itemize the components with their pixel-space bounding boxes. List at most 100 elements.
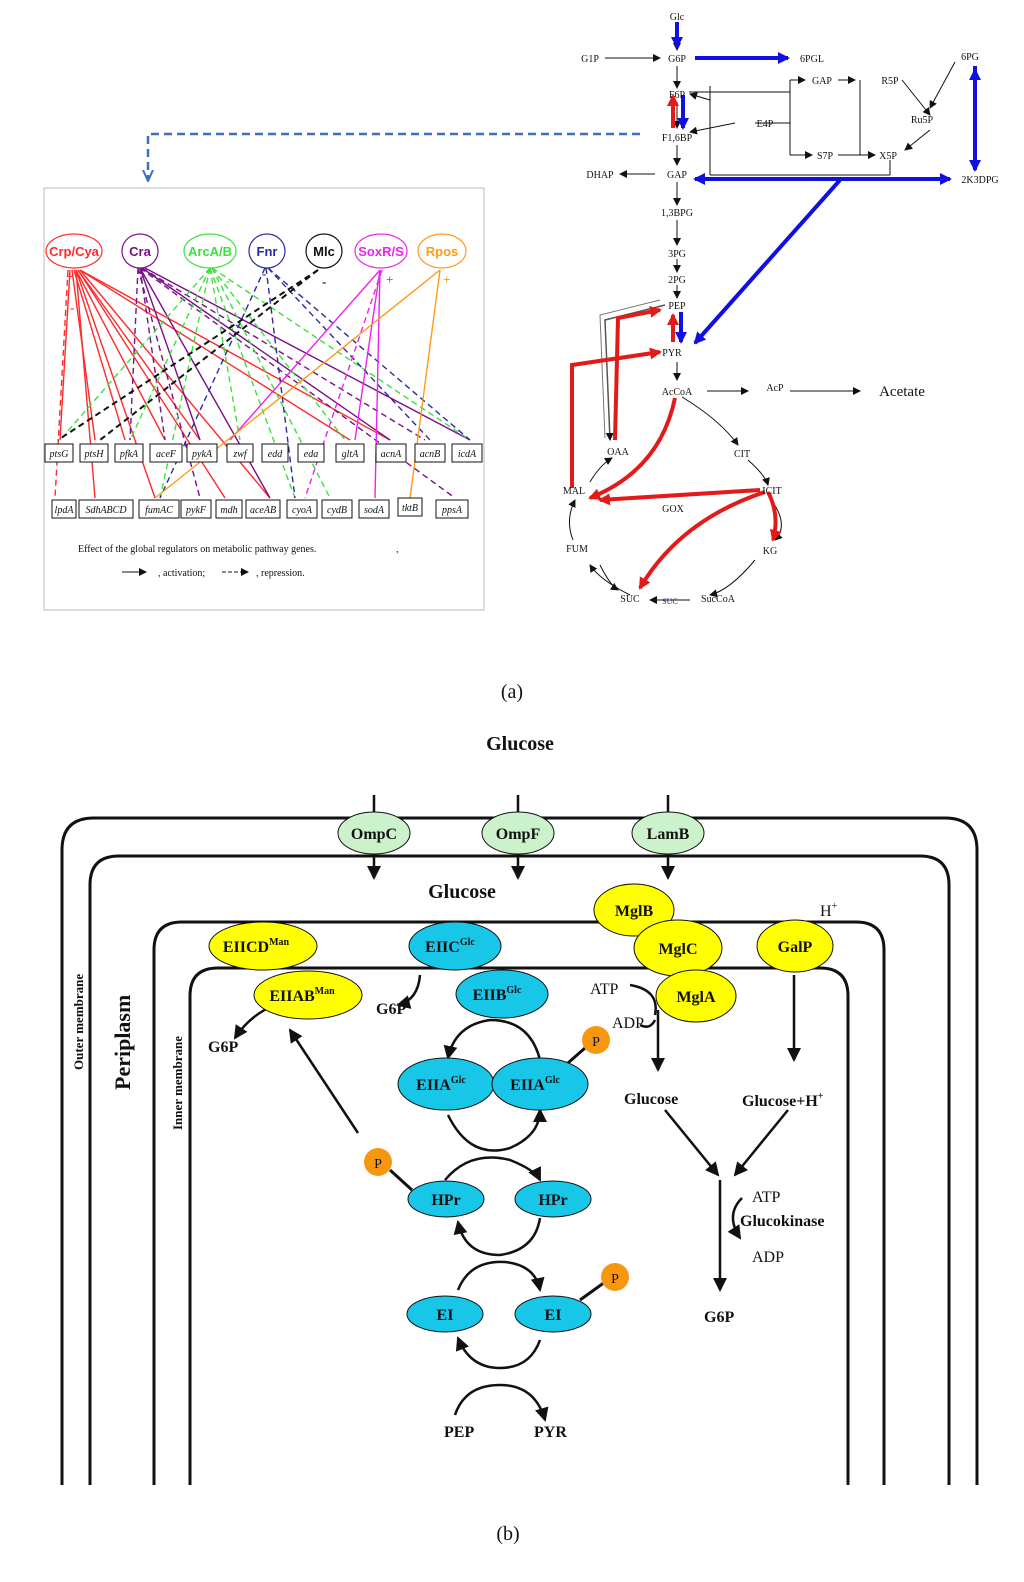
phospho-ei-label: P <box>611 1272 619 1287</box>
protein-eiia-glc-2-label: EIIAGlc <box>510 1075 560 1094</box>
protein-mglb-label: MglB <box>615 903 654 920</box>
gene-mdh: mdh <box>220 505 237 516</box>
met-icit: ICIT <box>762 486 781 497</box>
gene-acna: acnA <box>381 449 402 460</box>
sign-fnr-minus: - <box>262 266 266 281</box>
regulation-link-arrow <box>148 132 640 180</box>
protein-eiicd-man-label: EIICDMan <box>223 937 290 956</box>
gene-cydb: cydB <box>327 505 347 516</box>
gene-ptsg: ptsG <box>49 449 69 460</box>
gene-fumac: fumAC <box>145 505 173 516</box>
membranes <box>60 816 979 1485</box>
glucose-h-label: Glucose+H+ <box>742 1091 824 1110</box>
gene-pyka: pykA <box>191 449 213 460</box>
met-accoa: AcCoA <box>662 387 693 398</box>
regulator-arca-b-label: ArcA/B <box>188 244 232 259</box>
met-2pg: 2PG <box>668 275 686 286</box>
porin-ompf-label: OmpF <box>496 826 541 843</box>
protein-hpr-2-label: HPr <box>538 1192 567 1209</box>
met-r5p: R5P <box>881 76 899 87</box>
gene-acef: aceF <box>156 449 177 460</box>
met-f16bp: F1,6BP <box>662 133 693 144</box>
gene-icda: icdA <box>458 449 477 460</box>
met-f6p: F6P <box>669 90 686 101</box>
met-oaa: OAA <box>607 447 629 458</box>
regulator-rpos-label: Rpos <box>426 244 459 259</box>
protein-eiia-glc-1-label: EIIAGlc <box>416 1075 466 1094</box>
met-3pg: 3PG <box>668 249 686 260</box>
met-gap-ppp: GAP <box>812 76 832 87</box>
met-suc: SUC <box>620 594 640 605</box>
gene-edd: edd <box>268 449 283 460</box>
regulator-crp-cya-label: Crp/Cya <box>49 244 100 259</box>
protein-mglc-label: MglC <box>658 941 697 958</box>
protein-eiiab-man-label: EIIABMan <box>269 986 335 1005</box>
porin-ompc <box>337 811 411 855</box>
gene-acnb: acnB <box>420 449 441 460</box>
phospho-eiia-label: P <box>592 1035 600 1050</box>
protein-galp-label: GalP <box>778 939 813 956</box>
sign-cra-minus: - <box>140 268 144 283</box>
regulator-arca-b <box>183 233 237 269</box>
regulator-mlc-label: Mlc <box>313 244 335 259</box>
porin-ompf <box>481 811 555 855</box>
regulator-cra-label: Cra <box>129 244 151 259</box>
gene-soda: sodA <box>364 505 385 516</box>
glucose-periplasm-label: Glucose <box>428 881 496 903</box>
regulator-fnr <box>248 233 286 269</box>
gene-pfka: pfkA <box>119 449 139 460</box>
protein-eiic-glc <box>408 921 502 971</box>
regulator-box: Crp/Cya Cra ArcA/B Fnr Mlc SoxR/S Rpos +… <box>43 187 485 611</box>
protein-mgla <box>655 969 737 1023</box>
met-g1p: G1P <box>581 54 599 65</box>
porin-ompc-label: OmpC <box>351 826 397 843</box>
gene-cyoa: cyoA <box>292 505 313 516</box>
gene-eda: eda <box>304 449 318 460</box>
gene-ppsa: ppsA <box>441 505 463 516</box>
protein-ei-1-label: EI <box>437 1307 454 1324</box>
regulator-fnr-label: Fnr <box>257 244 278 259</box>
sign-crp-plus: + <box>66 269 73 284</box>
protein-eiic-glc-label: EIICGlc <box>425 937 475 956</box>
met-2k3dpg: 2K3DPG <box>961 175 998 186</box>
protein-hpr-1 <box>407 1180 485 1218</box>
regulator-caption-comma: , <box>396 544 399 555</box>
pathway-diagram: Glc G1P G6P 6PGL 6PG F6P GAP R5P Ru5P E4… <box>148 12 999 606</box>
gene-sdhabcd: SdhABCD <box>85 505 127 516</box>
met-s7p: S7P <box>817 151 834 162</box>
legend-activation: , activation; <box>158 568 205 579</box>
met-glc: Glc <box>670 12 685 23</box>
pep-label: PEP <box>444 1424 474 1441</box>
outer-membrane-inner <box>88 854 951 1485</box>
phospho-ei <box>601 1263 629 1291</box>
outer-membrane-label: Outer membrane <box>71 974 86 1070</box>
protein-ei-2 <box>514 1295 592 1333</box>
regulator-rpos <box>417 233 467 269</box>
met-dhap: DHAP <box>586 170 614 181</box>
gene-glta: gltA <box>342 449 360 460</box>
sign-mlc-minus: - <box>322 274 326 289</box>
met-suc-blue: SUC <box>662 597 678 606</box>
periplasm-label: Periplasm <box>110 995 135 1090</box>
protein-hpr-1-label: HPr <box>431 1192 460 1209</box>
regulator-cra <box>121 233 159 269</box>
regulator-caption: Effect of the global regulators on metab… <box>78 544 316 555</box>
atp-2: ATP <box>752 1189 781 1206</box>
sign-crp-minus: - <box>70 300 74 315</box>
gene-zwf: zwf <box>232 449 248 460</box>
inner-membrane-inner <box>188 966 850 1485</box>
atp-1: ATP <box>590 981 619 998</box>
inner-membrane-outer <box>152 920 886 1485</box>
phospho-hpr-label: P <box>374 1157 382 1172</box>
met-gap: GAP <box>667 170 687 181</box>
protein-ei-1 <box>406 1295 484 1333</box>
adp-1: ADP <box>612 1015 644 1032</box>
met-gox: GOX <box>662 504 684 515</box>
regulator-mlc <box>305 233 343 269</box>
regulator-soxr-s-label: SoxR/S <box>358 244 404 259</box>
glucose-cytoplasm: Glucose <box>624 1091 678 1108</box>
met-succoa: SucCoA <box>701 594 736 605</box>
met-pep: PEP <box>668 301 686 312</box>
met-cit: CIT <box>734 449 750 460</box>
